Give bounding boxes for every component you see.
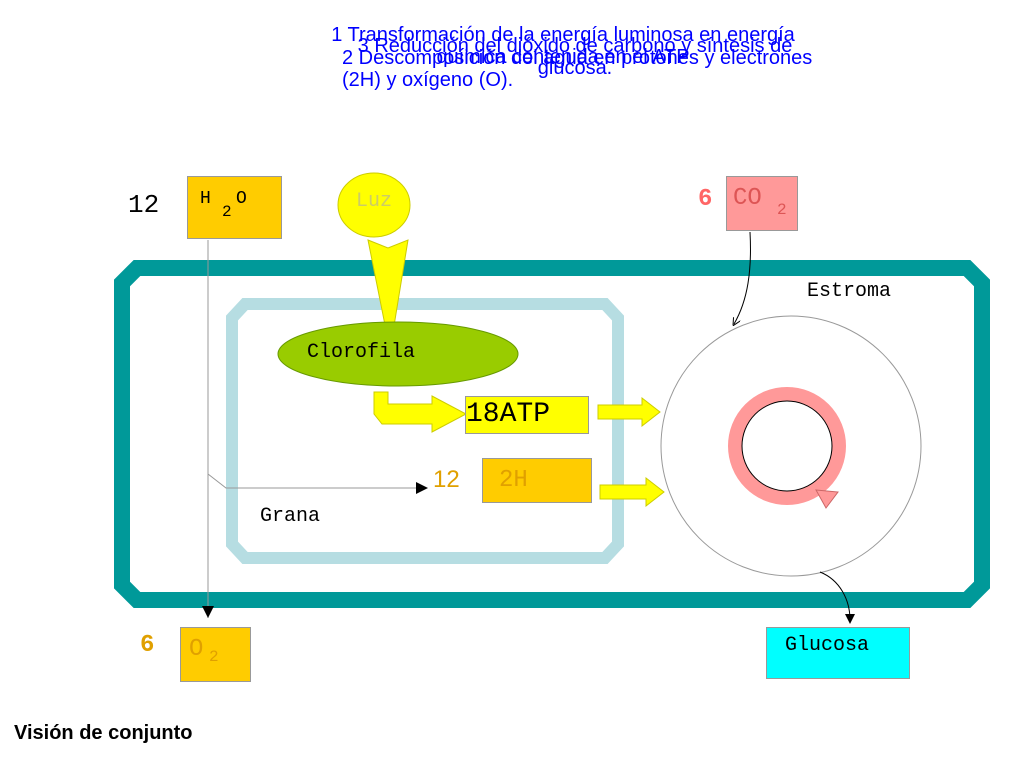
chlorophyll-label: Clorofila xyxy=(307,341,416,364)
chloroplast-envelope xyxy=(114,260,990,608)
water-o: O xyxy=(236,189,247,209)
atp-box: 18ATP xyxy=(465,396,589,434)
glucose-box: Glucosa xyxy=(766,627,910,679)
calvin-cycle-ring xyxy=(728,387,846,505)
calvin-cycle-ring-inner xyxy=(741,400,833,492)
atp-to-cycle-arrow xyxy=(597,396,661,428)
light-ray xyxy=(367,239,409,331)
light-label: Luz xyxy=(355,190,392,213)
water-box: H 2 O xyxy=(187,176,282,239)
hydrogen-arrowhead xyxy=(416,482,428,494)
oxygen-o: O xyxy=(189,636,204,663)
stroma-label: Estroma xyxy=(807,280,892,303)
oxygen-sub: 2 xyxy=(209,648,219,666)
hydrogen-box: 2H xyxy=(482,458,592,503)
glucose-arrowhead xyxy=(845,614,855,624)
hydrogen-to-cycle-arrow xyxy=(599,476,665,508)
co2-to-cycle-arrow xyxy=(734,231,751,324)
atp-label: 18ATP xyxy=(466,399,551,430)
step-headings: 1 Transformación de la energía luminosa … xyxy=(0,0,1024,110)
step-1-text: 1 Transformación de la energía luminosa … xyxy=(331,24,795,68)
water-count: 12 xyxy=(128,190,160,220)
calvin-cycle-arrowhead xyxy=(815,489,839,509)
glucose-label: Glucosa xyxy=(785,634,870,657)
water-h: H xyxy=(200,189,211,209)
water-to-hydrogen-line xyxy=(207,473,418,489)
grana-label: Grana xyxy=(260,505,321,528)
co2-count: 6 xyxy=(698,186,713,213)
co2-sub: 2 xyxy=(777,201,787,219)
hydrogen-label: 2H xyxy=(499,467,528,494)
chlorophyll-ellipse xyxy=(277,321,519,387)
oxygen-count: 6 xyxy=(140,632,155,659)
grana-membrane xyxy=(226,298,624,564)
co2-co: CO xyxy=(733,185,762,212)
step-3-text: 3 Reducción del dióxido de carbono y sín… xyxy=(357,35,793,79)
chlorophyll-to-atp-arrow xyxy=(373,391,468,433)
page-title: Visión de conjunto xyxy=(14,722,193,744)
water-sub: 2 xyxy=(222,203,232,221)
calvin-cycle-region xyxy=(660,315,922,577)
oxygen-arrowhead xyxy=(202,606,214,618)
light-circle xyxy=(337,172,411,238)
oxygen-box: O 2 xyxy=(180,627,251,682)
hydrogen-count: 12 xyxy=(433,466,460,493)
step-2-text: 2 Descomposición del agua en protones y … xyxy=(342,47,813,91)
co2-box: CO 2 xyxy=(726,176,798,231)
